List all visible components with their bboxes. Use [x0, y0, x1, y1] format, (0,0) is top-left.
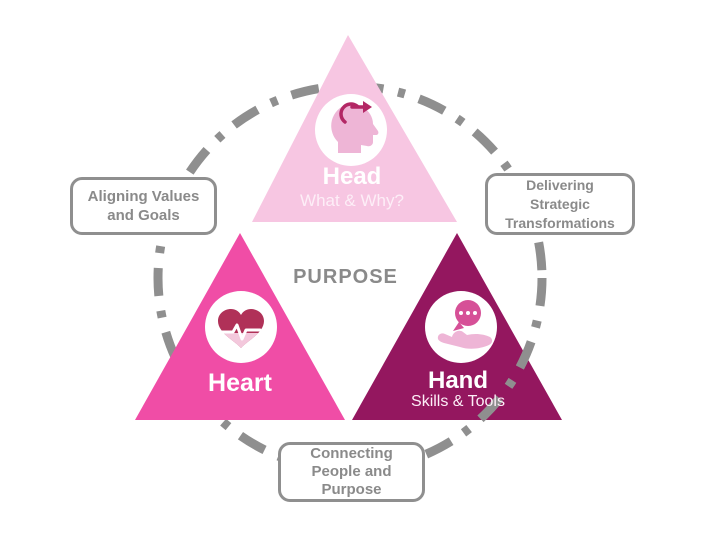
bubble-dot [459, 311, 463, 315]
callout-connecting-people: Connecting People and Purpose [278, 442, 425, 502]
callout-line: Purpose [321, 481, 382, 498]
head-transform-icon [315, 94, 387, 166]
pulse-line [220, 323, 262, 341]
center-purpose-label: PURPOSE [293, 266, 398, 288]
callout-line: Connecting [310, 445, 393, 462]
hand-speech-icon [425, 291, 497, 363]
transform-arrow-loop [339, 102, 359, 124]
callout-line: and Goals [107, 207, 180, 224]
speech-bubble-tail [453, 322, 464, 331]
callout-line: Aligning Values [87, 188, 200, 205]
transform-arrow-head [363, 101, 372, 113]
callout-line: Transformations [505, 214, 615, 231]
hand-sublabel: Skills & Tools [411, 393, 505, 410]
callout-line: Delivering [526, 176, 594, 193]
head-sublabel: What & Why? [300, 191, 404, 210]
bubble-dot [473, 311, 477, 315]
callout-delivering-transformations: Delivering Strategic Transformations [485, 173, 635, 235]
callout-line: People and [311, 463, 392, 480]
callout-line: Strategic [530, 195, 590, 212]
bubble-dot [466, 311, 470, 315]
dashed-circle [153, 81, 547, 475]
open-hand [437, 330, 493, 349]
callout-aligning-values: Aligning Values and Goals [70, 177, 217, 235]
head-label: Head [322, 163, 382, 190]
heart-pulse-icon [205, 291, 277, 363]
heart-label: Heart [208, 369, 272, 397]
hand-label: Hand [428, 367, 488, 394]
